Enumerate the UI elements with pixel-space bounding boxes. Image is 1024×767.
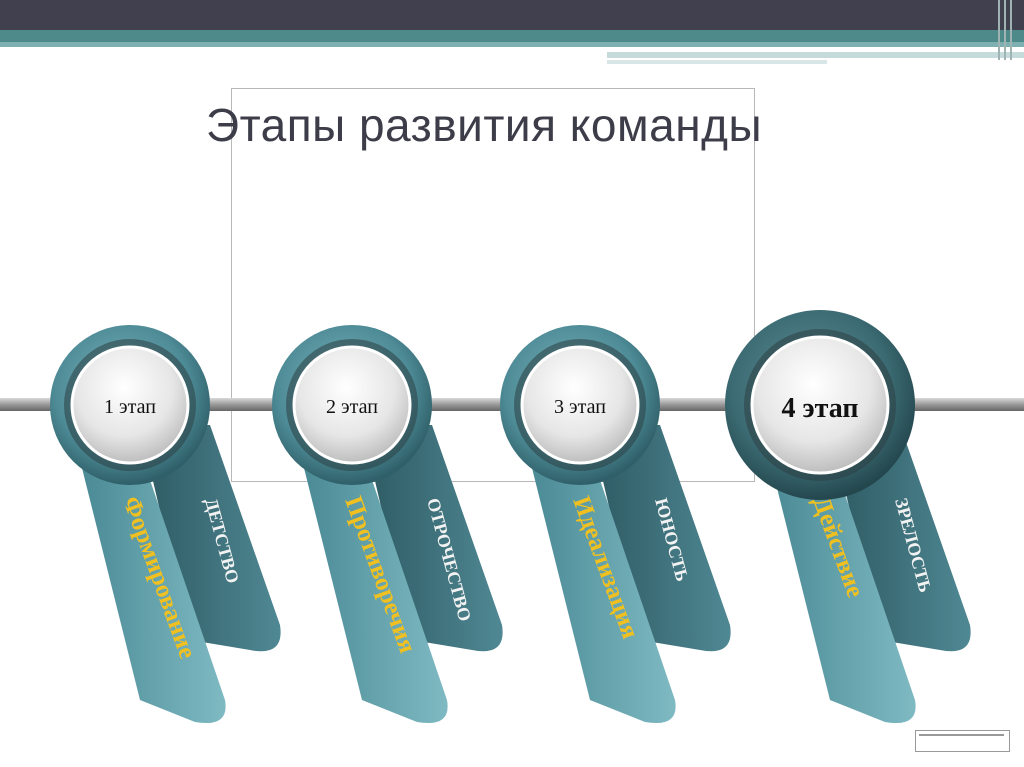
light-ribbon: [770, 460, 916, 724]
light-ribbon: [302, 460, 448, 724]
medallion-face: [750, 335, 890, 475]
medallion-face: [520, 345, 640, 465]
stage-label: 1 этап: [104, 396, 156, 418]
dark-ribbon: [590, 425, 731, 652]
medallion-face: [70, 345, 190, 465]
medallion-face: [292, 345, 412, 465]
corner-note-box: [915, 730, 1010, 752]
stage-label: 4 этап: [782, 393, 859, 424]
stage-label: 2 этап: [326, 396, 378, 418]
dark-ribbon: [362, 425, 503, 652]
page-title: Этапы развития команды: [206, 99, 763, 151]
placeholder-frame: [231, 88, 755, 482]
header-dark-bar: [0, 0, 1024, 30]
light-ribbon: [80, 460, 226, 724]
dark-ribbon: [140, 425, 281, 652]
header-teal-bar: [0, 30, 1024, 42]
header-light-stripe-short: [607, 60, 827, 64]
light-ribbon: [530, 460, 676, 724]
header-light-stripe: [607, 52, 1024, 58]
stage-label: 3 этап: [554, 396, 606, 418]
header-teal-stripe: [0, 42, 1024, 47]
